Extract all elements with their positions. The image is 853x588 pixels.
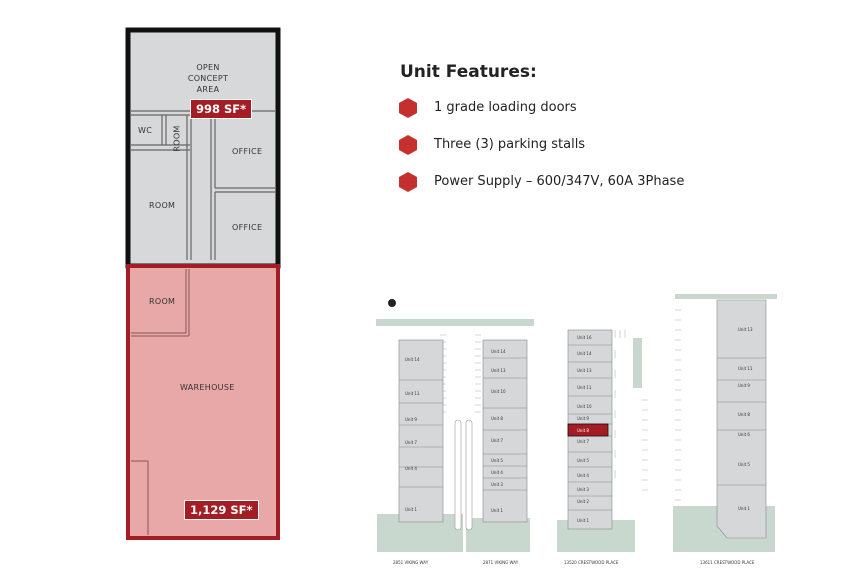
site-unit-label: Unit 11 [405, 391, 420, 396]
site-unit-label: Unit 16 [577, 335, 592, 340]
site-unit-label: Unit 13 [577, 368, 592, 373]
site-unit-label: Unit 7 [577, 439, 589, 444]
site-unit-label: Unit 5 [491, 458, 503, 463]
site-unit-label: Unit 7 [405, 440, 417, 445]
site-unit-label: Unit 14 [491, 349, 506, 354]
site-unit-label: Unit 8 [738, 412, 750, 417]
parking-islands [454, 419, 473, 531]
landscape-strip [376, 319, 534, 326]
office-section [125, 27, 281, 269]
site-unit-label: Unit 3 [491, 482, 503, 487]
building-3 [567, 329, 613, 530]
floor-plan-drawing [125, 27, 281, 540]
wc-label: WC [138, 126, 153, 135]
site-plan: Unit 14 Unit 11 Unit 9 Unit 7 Unit 4 Uni… [376, 294, 777, 565]
warehouse-walls [131, 269, 190, 535]
site-unit-label: Unit 4 [405, 466, 417, 471]
site-unit-label: Unit 13 [738, 327, 753, 332]
feature-text: Power Supply – 600/347V, 60A 3Phase [434, 174, 685, 189]
building-2 [482, 339, 528, 523]
site-unit-label: Unit 1 [491, 508, 503, 513]
landscape-area [466, 518, 530, 552]
room-vertical-label: ROOM [172, 125, 182, 152]
office-area-badge: 998 SF* [190, 99, 253, 119]
office-1-label: OFFICE [232, 147, 263, 156]
highlighted-unit [567, 423, 609, 437]
room-label: ROOM [149, 201, 176, 210]
site-unit-label: Unit 2 [577, 499, 589, 504]
building-1 [398, 339, 444, 523]
building-4 [716, 299, 767, 539]
feature-text: 1 grade loading doors [434, 100, 577, 115]
site-unit-label: Unit 4 [491, 470, 503, 475]
feature-text: Three (3) parking stalls [434, 137, 586, 152]
street-label: 2871 VIKING WAY [483, 560, 519, 565]
site-unit-label: Unit 9 [577, 416, 589, 421]
hexagon-bullet-icon [399, 172, 417, 192]
warehouse-area-badge: 1,129 SF* [184, 500, 259, 520]
site-unit-label: Unit 10 [491, 389, 506, 394]
hexagon-bullet-icon [399, 98, 417, 118]
street-label: 13520 CRESTWOOD PLACE [564, 560, 619, 565]
site-unit-label: Unit 1 [577, 518, 589, 523]
features-title: Unit Features: [400, 62, 537, 82]
site-unit-label: Unit 1 [738, 506, 750, 511]
site-unit-label: Unit 13 [491, 368, 506, 373]
site-unit-label: Unit 6 [738, 432, 750, 437]
site-unit-label: Unit 5 [738, 462, 750, 467]
open-concept-area-label: OPEN CONCEPT AREA [187, 63, 229, 94]
site-unit-label: Unit 4 [577, 473, 589, 478]
site-unit-label-highlighted: Unit 8 [577, 428, 589, 433]
street-label: 13611 CRESTWOOD PLACE [700, 560, 755, 565]
site-unit-label: Unit 9 [405, 417, 417, 422]
site-unit-label: Unit 14 [405, 357, 420, 362]
north-arrow-icon [388, 299, 396, 307]
site-unit-label: Unit 11 [738, 366, 753, 371]
parking-stalls [440, 309, 681, 501]
site-unit-label: Unit 5 [577, 458, 589, 463]
office-2-label: OFFICE [232, 223, 263, 232]
site-unit-label: Unit 1 [405, 507, 417, 512]
site-unit-label: Unit 7 [491, 438, 503, 443]
site-unit-label: Unit 3 [577, 487, 589, 492]
warehouse-room-label: ROOM [149, 297, 176, 306]
site-unit-label: Unit 11 [577, 385, 592, 390]
street-label: 2851 VIKING WAY [393, 560, 429, 565]
site-unit-label: Unit 8 [491, 416, 503, 421]
warehouse-label: WAREHOUSE [180, 383, 235, 392]
landscape-strip [633, 338, 642, 388]
site-unit-label: Unit 14 [577, 351, 592, 356]
landscape-strip [675, 294, 777, 299]
warehouse-section [126, 264, 280, 540]
hexagon-bullet-icon [399, 135, 417, 155]
site-unit-label: Unit 10 [577, 404, 592, 409]
site-unit-label: Unit 9 [738, 383, 750, 388]
